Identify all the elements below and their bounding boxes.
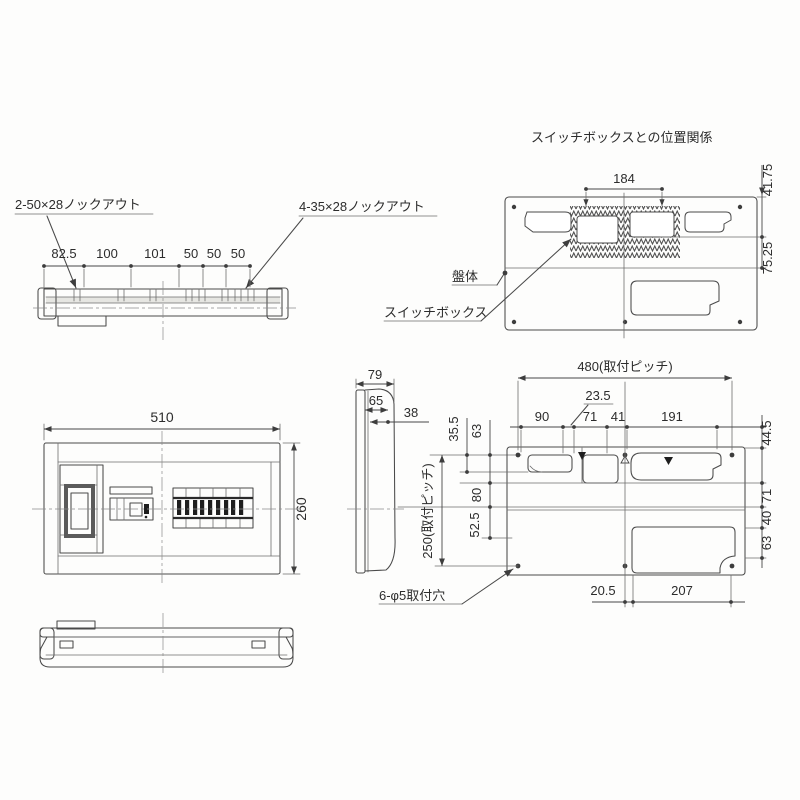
knockout-direction-arrow (578, 452, 586, 460)
top-chain-ticks (519, 425, 719, 454)
switchbox-opening-right (629, 211, 675, 238)
right-chain-ticks (760, 425, 764, 560)
breaker-toggles (177, 500, 244, 515)
breaker-handle-window (70, 492, 89, 530)
front-view: 510 260 (32, 409, 309, 586)
dim-44-5: 44.5 (759, 420, 774, 445)
label-panel-body: 盤体 (452, 269, 478, 284)
leader-dot (502, 270, 508, 276)
dim-35-5: 35.5 (446, 416, 461, 441)
dim-191: 191 (661, 409, 683, 424)
cable-cutout-left (524, 211, 572, 233)
switchbox-opening-left (576, 215, 619, 244)
knockout-opening-a (527, 454, 573, 473)
base-plate (355, 389, 366, 574)
dim-184: 184 (613, 171, 635, 186)
dim-75-25: 75.25 (760, 242, 775, 275)
knockout-direction-arrow (664, 457, 673, 465)
leader-mounting-holes (461, 568, 514, 605)
dim-20-5: 20.5 (590, 583, 615, 598)
branch-breaker-row (172, 487, 254, 529)
switchbox-relation-view: スイッチボックスとの位置関係 184 41.75 75.25 盤体 スイッチボッ… (383, 130, 775, 339)
knockout-opening-d (631, 526, 736, 574)
label-mounting-holes: 6-φ5取付穴 (379, 588, 445, 603)
leader-switch-box (480, 238, 572, 322)
label-switch-box: スイッチボックス (384, 305, 488, 320)
dim-510: 510 (150, 409, 174, 425)
breaker-handle-frame (64, 484, 95, 538)
dim-90: 90 (535, 409, 549, 424)
side-view: 79 65 38 (347, 367, 429, 574)
right-end-cap (278, 627, 294, 660)
view-title: スイッチボックスとの位置関係 (531, 130, 712, 145)
dim-260: 260 (293, 497, 309, 521)
panel-back-outline (504, 196, 758, 331)
dim-82-5: 82.5 (51, 246, 76, 261)
left-end-cap (39, 627, 55, 660)
dim-63-right: 63 (759, 536, 774, 550)
leader-arrow-left-knockout (46, 215, 77, 289)
panel-rear-outline (506, 446, 746, 576)
leader-arrow-right-knockout (245, 217, 304, 289)
dim-71-top: 71 (583, 409, 597, 424)
dim-23-5: 23.5 (585, 388, 610, 403)
bottom-view (39, 613, 294, 673)
dim-50c: 50 (231, 246, 245, 261)
dim-207: 207 (671, 583, 693, 598)
dim-38: 38 (404, 405, 418, 420)
dim-100: 100 (96, 246, 118, 261)
knockout-marks (73, 288, 255, 302)
bottom-tab (57, 315, 107, 327)
dim-41-75: 41.75 (760, 164, 775, 197)
dim-50b: 50 (207, 246, 221, 261)
dimension-ticks (42, 264, 252, 288)
dim-71-right: 71 (759, 489, 774, 503)
label-strip (109, 486, 153, 495)
cable-cutout-right (684, 211, 732, 233)
dim-63-left: 63 (469, 424, 484, 438)
back-mounting-view: 480(取付ピッチ) 90 71 41 191 23.5 250(取付ピッチ) … (378, 359, 774, 608)
dim-65: 65 (369, 393, 383, 408)
leader-panel-body (496, 273, 505, 286)
dim-101: 101 (144, 246, 166, 261)
cover-profile (364, 388, 396, 572)
lower-knockout-flag (630, 280, 720, 316)
dim-79: 79 (368, 367, 382, 382)
dim-41: 41 (611, 409, 625, 424)
leader-23-5 (570, 404, 589, 426)
lower-skirt (39, 636, 294, 668)
dim-52-5: 52.5 (467, 512, 482, 537)
knockout-label-right: 4-35×28ノックアウト (299, 199, 425, 214)
top-tab (56, 620, 96, 630)
dim-80: 80 (469, 488, 484, 502)
knockout-opening-c (630, 452, 722, 481)
knockout-label-left: 2-50×28ノックアウト (15, 197, 141, 212)
dim-50a: 50 (184, 246, 198, 261)
dim-40: 40 (759, 511, 774, 525)
notch-left (59, 640, 74, 649)
notch-right (251, 640, 266, 649)
panel-top-profile (33, 281, 296, 340)
top-knockout-view: 2-50×28ノックアウト 4-35×28ノックアウト 82.5 100 101… (14, 197, 438, 340)
dim-480-pitch: 480(取付ピッチ) (577, 359, 672, 374)
dim-250-pitch: 250(取付ピッチ) (420, 463, 435, 558)
